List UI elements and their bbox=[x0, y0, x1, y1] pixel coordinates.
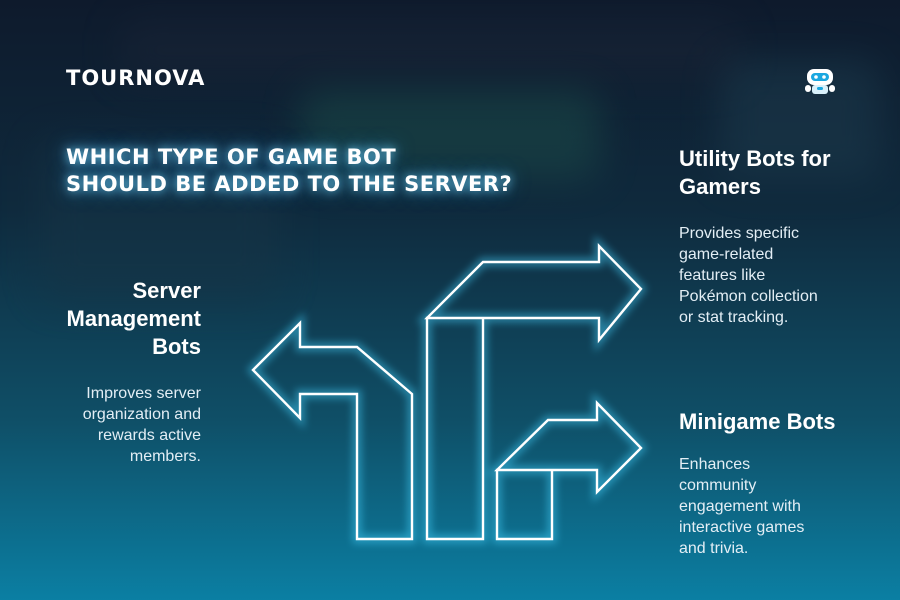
title-line: Minigame Bots bbox=[679, 409, 836, 434]
brand-logo: TOURNOVA bbox=[66, 66, 206, 90]
minigame-bots-title: Minigame Bots bbox=[679, 408, 879, 436]
background-blur bbox=[300, 90, 600, 180]
title-line: Bots bbox=[152, 334, 201, 359]
utility-bots-title: Utility Bots for Gamers bbox=[679, 145, 879, 201]
desc-line: interactive games bbox=[679, 519, 805, 536]
desc-line: and trivia. bbox=[679, 540, 749, 557]
desc-line: engagement with bbox=[679, 498, 801, 515]
arrow-left bbox=[251, 320, 414, 541]
headline: WHICH TYPE OF GAME BOT SHOULD BE ADDED T… bbox=[66, 144, 536, 198]
title-line: Management bbox=[66, 306, 201, 331]
title-line: Server bbox=[132, 278, 201, 303]
desc-line: Pokémon collection bbox=[679, 288, 818, 305]
headline-line: SHOULD BE ADDED TO THE SERVER? bbox=[66, 172, 513, 196]
server-management-title: Server Management Bots bbox=[40, 277, 201, 361]
title-line: Gamers bbox=[679, 174, 761, 199]
desc-line: community bbox=[679, 477, 757, 494]
background-blur bbox=[120, 20, 740, 80]
minigame-bots-block: Minigame Bots Enhances community engagem… bbox=[679, 408, 879, 559]
desc-line: rewards active bbox=[97, 427, 201, 444]
desc-line: organization and bbox=[82, 406, 201, 423]
desc-line: or stat tracking. bbox=[679, 309, 789, 326]
arrow-up-right bbox=[424, 243, 643, 541]
robot-mascot-icon bbox=[805, 69, 835, 94]
desc-line: Provides specific bbox=[679, 225, 800, 242]
desc-line: Enhances bbox=[679, 456, 751, 473]
desc-line: game-related bbox=[679, 246, 774, 263]
minigame-bots-description: Enhances community engagement with inter… bbox=[679, 454, 879, 559]
desc-line: members. bbox=[129, 448, 201, 465]
arrow-left-glow bbox=[246, 234, 648, 544]
server-management-description: Improves server organization and rewards… bbox=[40, 383, 201, 467]
desc-line: Improves server bbox=[86, 385, 201, 402]
utility-bots-block: Utility Bots for Gamers Provides specifi… bbox=[679, 145, 879, 328]
background-blur bbox=[40, 140, 280, 300]
server-management-block: Server Management Bots Improves server o… bbox=[40, 277, 201, 467]
arrow-down-right bbox=[494, 400, 643, 541]
utility-bots-description: Provides specific game-related features … bbox=[679, 223, 879, 328]
headline-line: WHICH TYPE OF GAME BOT bbox=[66, 145, 397, 169]
desc-line: features like bbox=[679, 267, 766, 284]
title-line: Utility Bots for bbox=[679, 146, 831, 171]
background-blur bbox=[720, 60, 880, 180]
